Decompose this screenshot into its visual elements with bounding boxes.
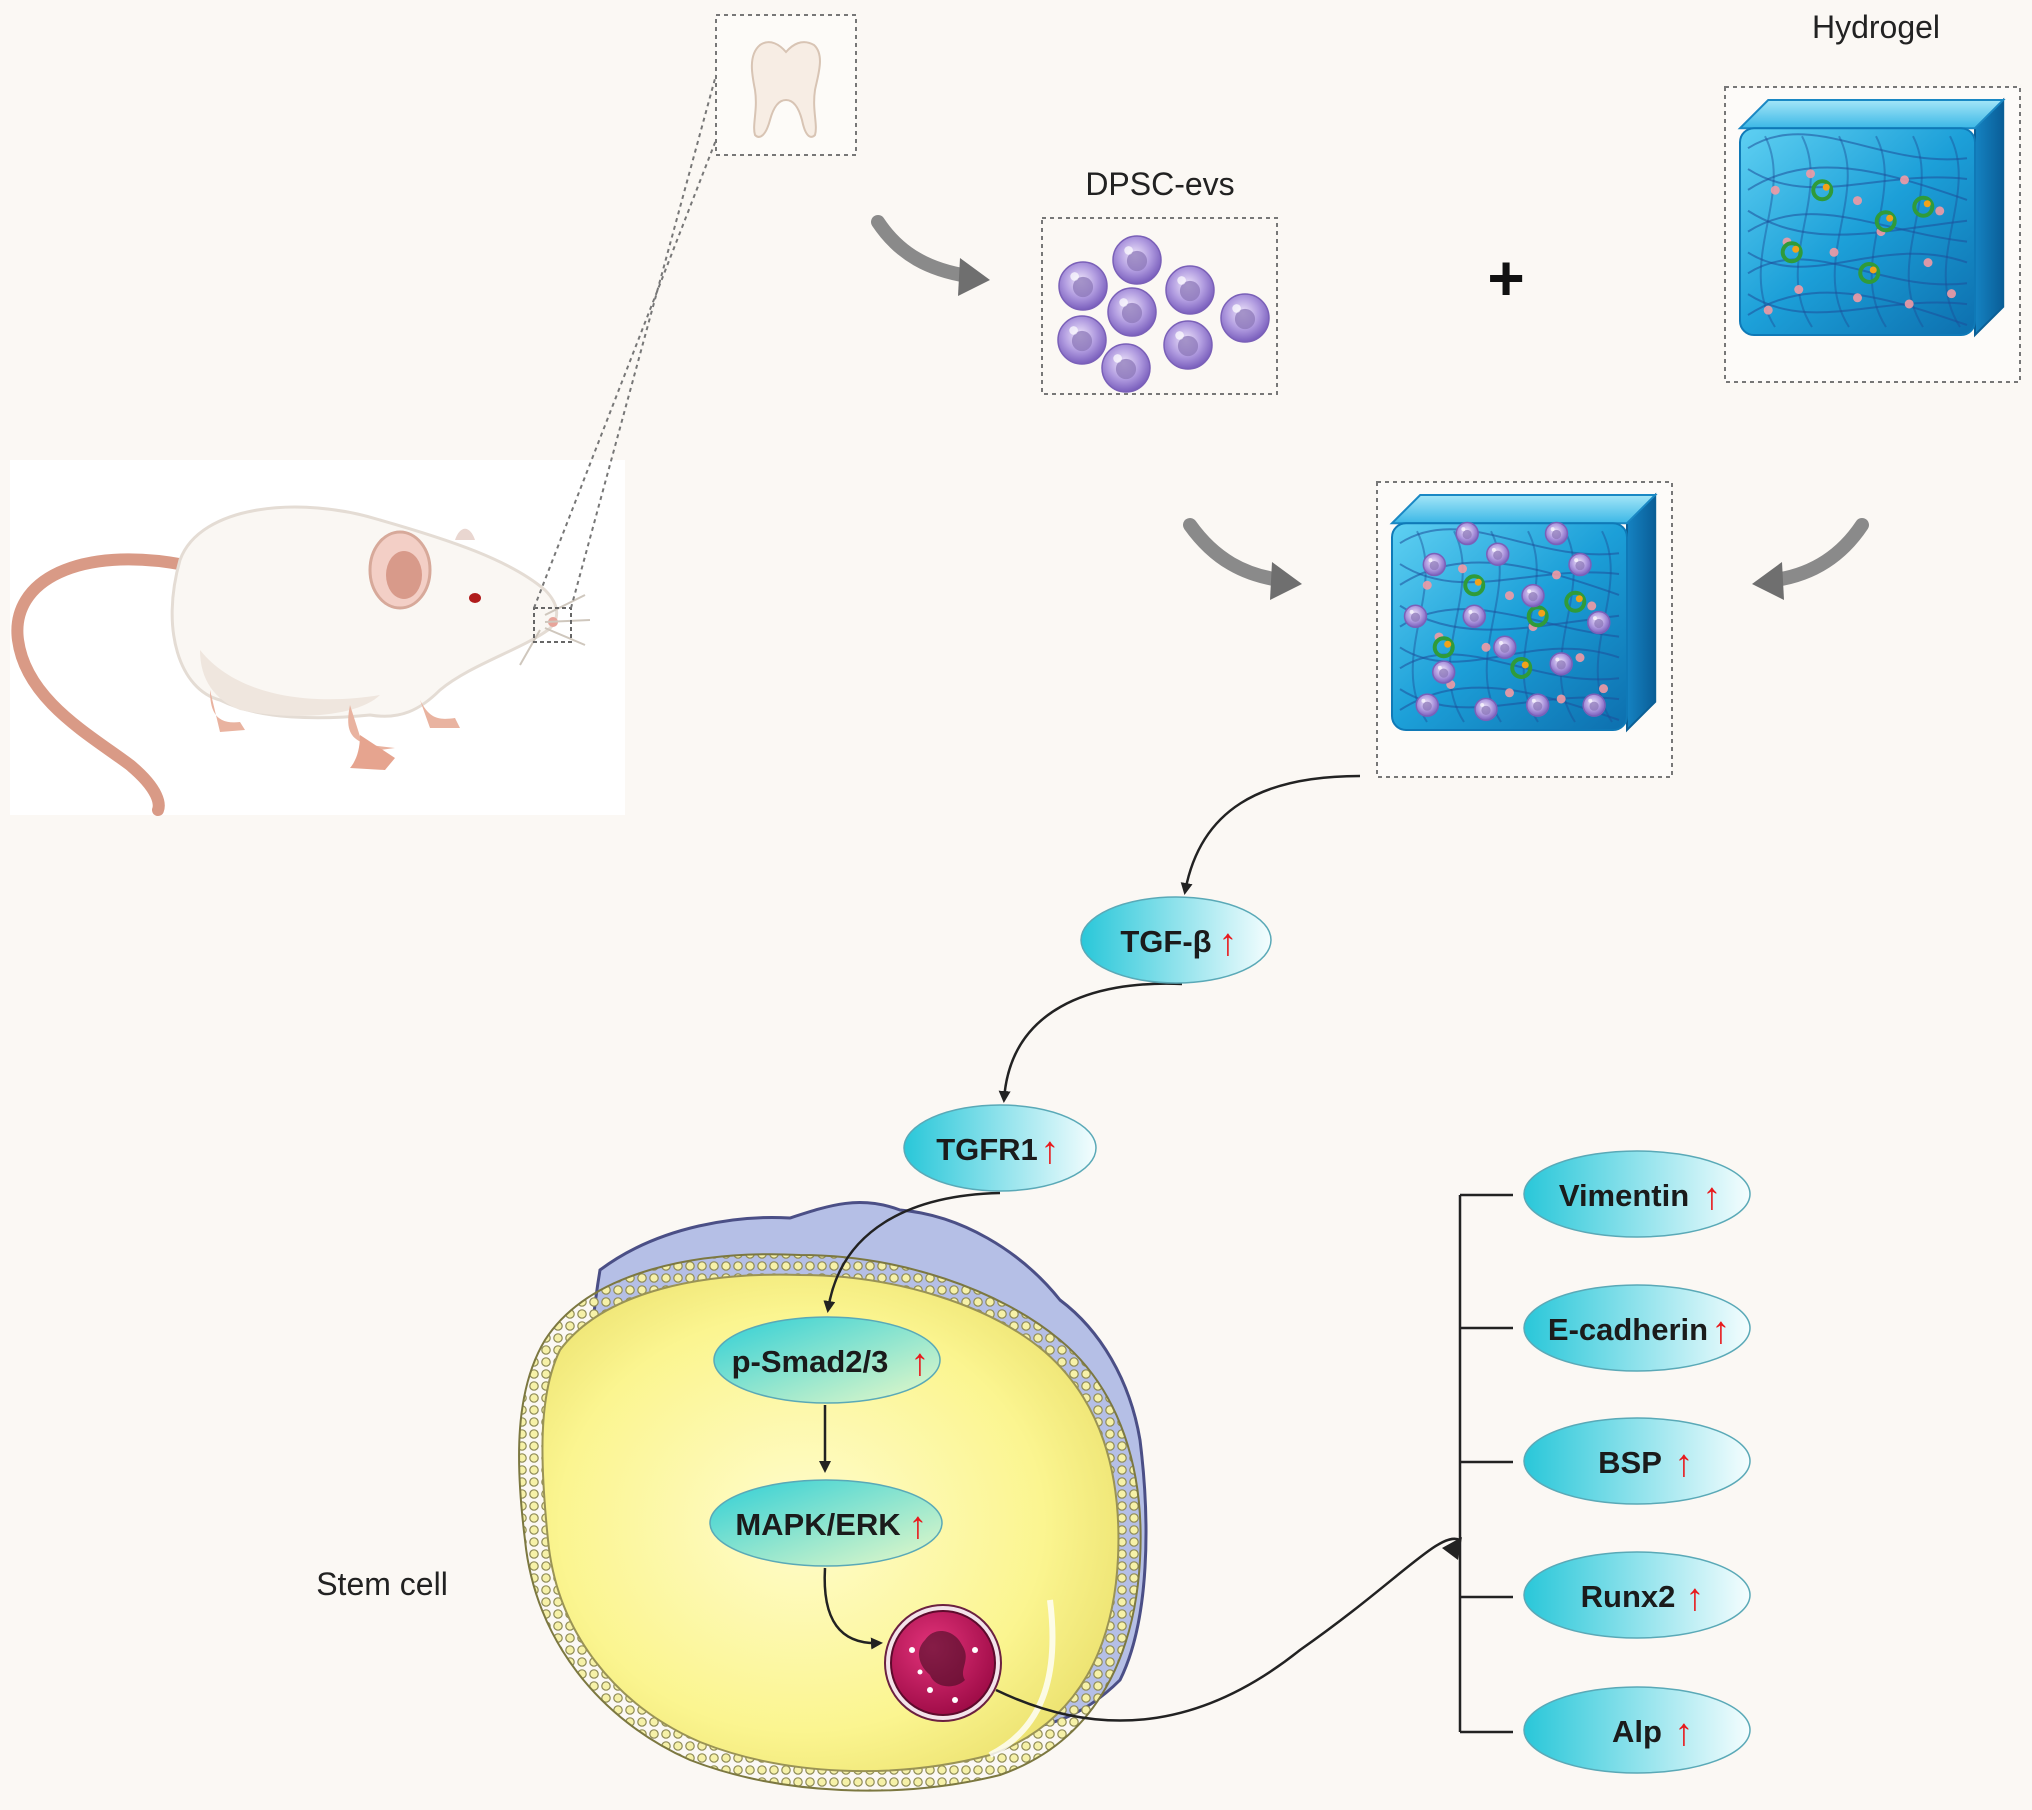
extracellular-vesicles [1057,235,1270,393]
combined-cube-ev-16 [1582,693,1606,717]
vesicle-3 [1165,265,1215,315]
grey-arrow-evs-to-combo [1183,518,1302,600]
vesicle-8 [1101,343,1151,393]
target-alp-text: Alp [1612,1714,1662,1749]
node-psmad-up-arrow: ↑ [911,1342,930,1384]
hydrogel-cube-carriers [1780,179,1935,284]
combined-cube-ev-3 [1422,552,1447,577]
combined-cube-ev-1 [1455,521,1479,546]
hydrogel-cube-particles [1763,169,1956,315]
combined-cube-side [1626,492,1657,733]
combined-cube-ev-7 [1462,604,1486,629]
hydrogel-cube [1737,97,2006,338]
plus-sign: + [1487,242,1524,314]
target-alp: Alp ↑ [1523,1686,1751,1774]
combined-cube-ev-9 [1587,610,1611,635]
combined-cube-fibers [1399,528,1620,723]
hydrogel-cube-top [1737,99,2006,130]
combined-cube-evs [1403,521,1611,722]
nucleus [884,1604,1002,1722]
combined-cube-top [1389,494,1658,525]
vesicle-2 [1112,235,1162,285]
target-vimentin-text: Vimentin [1559,1178,1689,1213]
target-runx2: Runx2 ↑ [1523,1551,1751,1639]
hydrogel-cube-fibers [1747,133,1968,328]
node-psmad: p-Smad2/3 ↑ [713,1316,941,1404]
combined-cube-ev-4 [1486,542,1510,566]
node-tgfb-text: TGF-β [1120,924,1211,959]
combined-cube-ev-5 [1568,552,1592,577]
node-tgfr1: TGFR1 ↑ [903,1104,1097,1192]
target-ecadherin-up-arrow: ↑ [1712,1310,1731,1352]
node-tgfb-up-arrow: ↑ [1219,922,1238,964]
mouth-zoom-indicator [533,74,717,643]
target-vimentin: Vimentin ↑ [1523,1150,1751,1238]
vesicle-6 [1107,287,1157,337]
combined-cube-ev-15 [1525,693,1550,717]
rat-illustration [11,505,591,816]
tooth-icon [715,14,857,156]
target-bsp-text: BSP [1598,1445,1662,1480]
combined-cube-carriers [1432,574,1587,679]
combined-cube-ev-6 [1403,604,1428,629]
combined-cube-ev-14 [1474,697,1498,722]
node-tgfr1-up-arrow: ↑ [1041,1130,1060,1172]
grey-arrow-tooth-to-evs [871,215,990,296]
node-mapk-up-arrow: ↑ [909,1505,928,1547]
hydrogel-cube-front [1739,127,1976,336]
node-tgfr1-text: TGFR1 [936,1132,1038,1167]
target-runx2-up-arrow: ↑ [1686,1577,1705,1619]
hydrogel-cube-side [1974,97,2005,338]
pathway-arrows [819,774,1462,1722]
combined-cube-ev-12 [1549,652,1573,676]
node-mapk-text: MAPK/ERK [735,1507,901,1542]
target-vimentin-up-arrow: ↑ [1703,1176,1722,1218]
vesicle-7 [1163,320,1213,370]
vesicle-5 [1057,315,1107,365]
combined-cube-ev-11 [1493,635,1517,660]
combined-cube-ev-10 [1431,660,1456,684]
target-bracket [1458,1193,1513,1734]
hydrogel-with-evs-cube [1389,492,1658,733]
target-alp-up-arrow: ↑ [1675,1712,1694,1754]
node-tgfb: TGF-β ↑ [1080,896,1272,984]
target-ecadherin-text: E-cadherin [1548,1312,1708,1347]
node-psmad-text: p-Smad2/3 [732,1344,889,1379]
hydrogel-label: Hydrogel [1812,9,1940,45]
node-mapk: MAPK/ERK ↑ [709,1479,943,1567]
dpsc-evs-label: DPSC-evs [1085,166,1234,202]
stem-cell-label: Stem cell [316,1566,448,1602]
combined-cube-ev-13 [1415,693,1439,717]
vesicle-1 [1058,261,1108,311]
target-ecadherin: E-cadherin ↑ [1523,1284,1751,1372]
grey-arrow-hydrogel-to-combo [1752,518,1869,600]
target-bsp-up-arrow: ↑ [1675,1443,1694,1485]
combined-cube-ev-2 [1544,521,1569,546]
target-runx2-text: Runx2 [1581,1579,1676,1614]
vesicle-4 [1220,293,1270,343]
combined-cube-ev-8 [1521,583,1545,608]
target-bsp: BSP ↑ [1523,1417,1751,1505]
